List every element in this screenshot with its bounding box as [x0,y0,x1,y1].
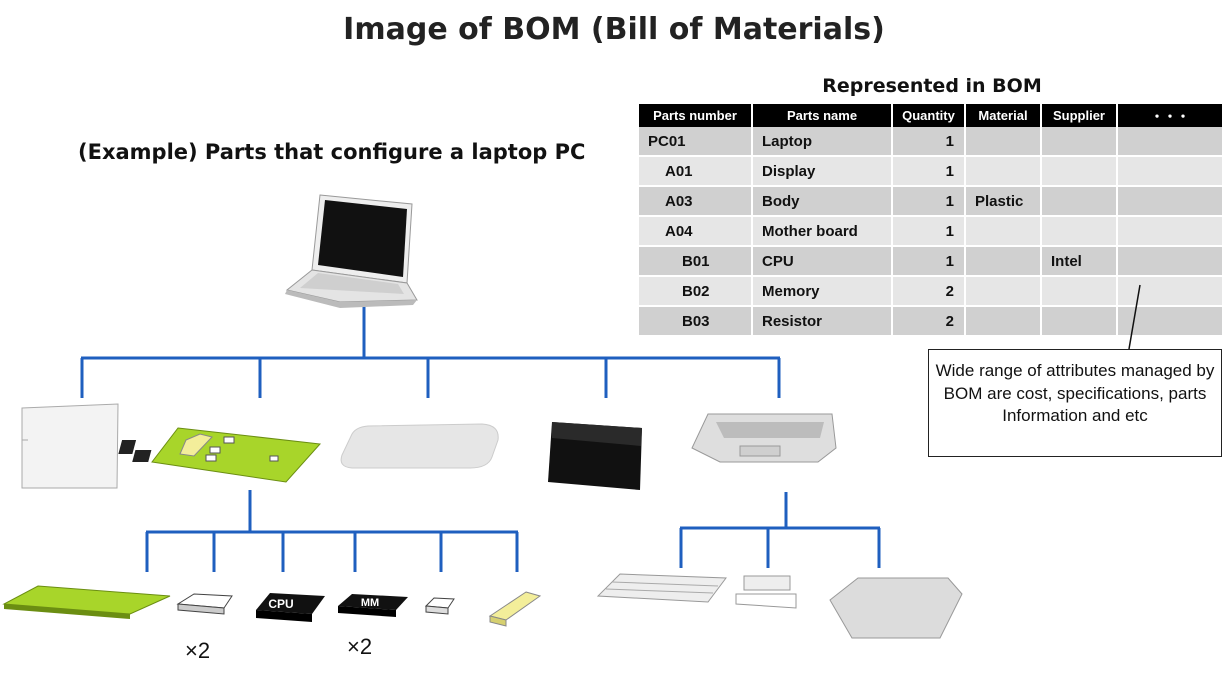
cell-supplier [1041,276,1118,307]
header-parts-number: Parts number [639,104,753,127]
cell-parts-number: A04 [639,216,753,247]
page-title: Image of BOM (Bill of Materials) [343,12,885,47]
cpu-chip-image: CPU [256,593,325,622]
cell-more [1117,186,1224,217]
bom-table: Parts number Parts name Quantity Materia… [639,104,1224,337]
cell-supplier [1041,186,1118,217]
display-panel-image [548,422,642,490]
header-quantity: Quantity [892,104,966,127]
cell-parts-number: A03 [639,186,753,217]
resistor-chip-image [176,593,233,615]
header-more: ・・・ [1117,104,1224,127]
tree-lines [80,307,881,572]
cell-parts-number: B01 [639,246,753,277]
small-component-image [424,597,455,615]
cell-material [965,276,1042,307]
header-parts-name: Parts name [752,104,893,127]
cell-material [965,216,1042,247]
table-header-row: Parts number Parts name Quantity Materia… [639,104,1224,127]
cell-material [965,246,1042,277]
cell-material: Plastic [965,186,1042,217]
cell-more [1117,306,1224,337]
cell-more [1117,216,1224,247]
memory-multiplier: ×2 [347,634,373,659]
cell-material [965,127,1042,157]
cell-supplier [1041,216,1118,247]
cell-material [965,306,1042,337]
cell-quantity: 2 [892,306,966,337]
cell-quantity: 1 [892,216,966,247]
cpu-chip-label: CPU [268,597,293,611]
cover-panel-image [21,403,119,489]
cell-parts-name: Display [752,156,893,187]
motherboard-image [118,427,322,483]
table-title: Represented in BOM [822,75,1042,97]
cell-parts-name: CPU [752,246,893,277]
cell-supplier [1041,127,1118,157]
cell-supplier [1041,306,1118,337]
cell-quantity: 1 [892,127,966,157]
cell-parts-number: PC01 [639,127,753,157]
resistor-multiplier: ×2 [185,638,211,663]
cell-material [965,156,1042,187]
laptop-image [285,194,418,308]
cell-parts-name: Resistor [752,306,893,337]
cell-supplier [1041,156,1118,187]
cell-quantity: 1 [892,186,966,217]
cell-more [1117,246,1224,277]
cell-parts-name: Laptop [752,127,893,157]
cell-parts-name: Body [752,186,893,217]
base-panel-image [340,423,499,469]
cell-parts-name: Memory [752,276,893,307]
cell-parts-number: B02 [639,276,753,307]
keyboard-image [596,573,727,603]
cell-parts-number: A01 [639,156,753,187]
keyboard-deck-image [691,413,837,463]
diagram-subtitle: (Example) Parts that configure a laptop … [78,140,586,164]
pcb-board-image [2,585,171,619]
palmrest-image [829,577,963,639]
cell-supplier: Intel [1041,246,1118,277]
yellow-resistor-image [488,591,542,627]
header-supplier: Supplier [1041,104,1118,127]
memory-chip-image: MM [338,594,408,617]
cell-more [1117,156,1224,187]
cell-parts-name: Mother board [752,216,893,247]
cell-quantity: 1 [892,156,966,187]
cell-more [1117,276,1224,307]
cell-more [1117,127,1224,157]
cell-parts-number: B03 [639,306,753,337]
touchpad-image [735,575,797,609]
attributes-callout: Wide range of attributes managed by BOM … [928,349,1222,457]
cell-quantity: 1 [892,246,966,277]
memory-chip-label: MM [361,597,379,609]
header-material: Material [965,104,1042,127]
cell-quantity: 2 [892,276,966,307]
